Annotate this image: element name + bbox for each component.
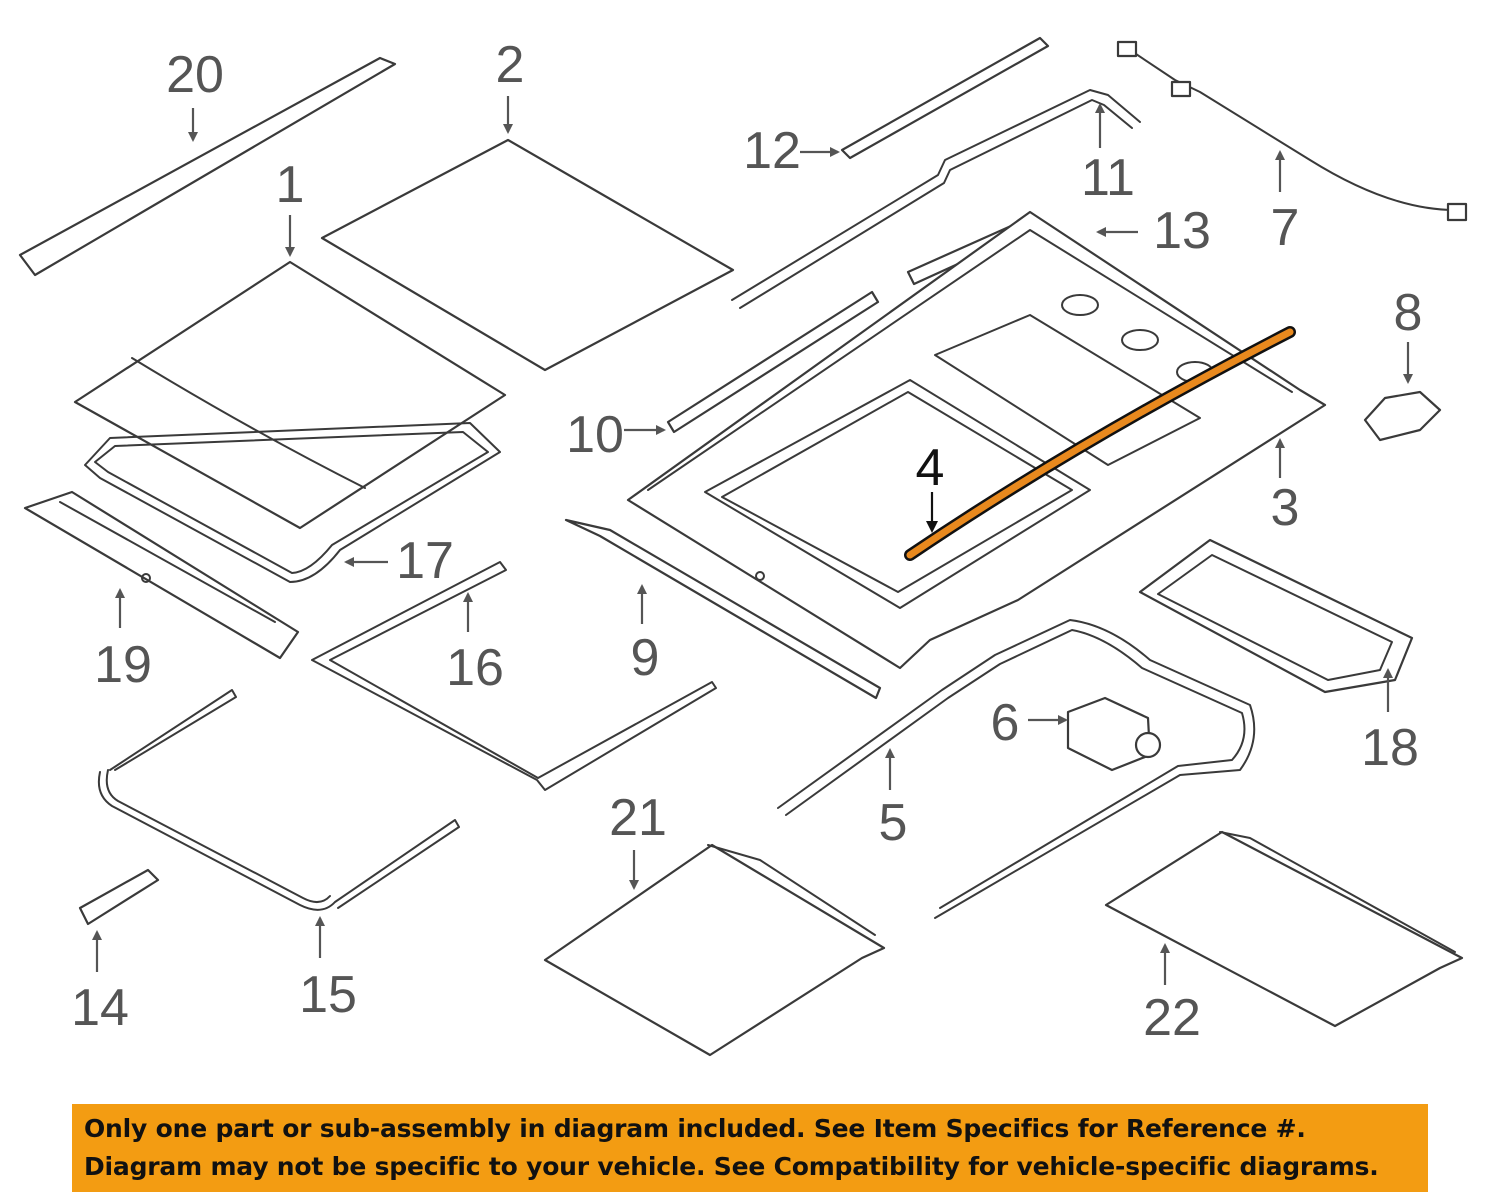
callout-13: 13 <box>1096 202 1211 260</box>
notice-banner: Only one part or sub-assembly in diagram… <box>72 1104 1428 1192</box>
svg-text:8: 8 <box>1394 284 1423 342</box>
callout-21: 21 <box>609 789 667 890</box>
svg-text:20: 20 <box>166 46 224 104</box>
part-1-glass-panel <box>73 260 507 530</box>
svg-text:7: 7 <box>1271 199 1300 257</box>
part-18-sunshade-frame <box>1138 538 1414 694</box>
callout-11: 11 <box>1081 103 1135 207</box>
part-5-cable <box>777 619 1256 919</box>
part-3-roof-frame <box>626 210 1327 670</box>
callout-19: 19 <box>94 588 152 694</box>
callout-6: 6 <box>991 694 1068 752</box>
callout-10: 10 <box>566 406 666 464</box>
part-8-motor-cover <box>1363 390 1442 442</box>
part-10-strip <box>666 290 880 434</box>
svg-text:2: 2 <box>496 36 525 94</box>
svg-text:18: 18 <box>1361 719 1419 777</box>
part-6-motor <box>1066 696 1162 772</box>
callout-2: 2 <box>496 36 525 134</box>
part-16-frame-rail <box>311 561 717 791</box>
svg-text:10: 10 <box>566 406 624 464</box>
svg-text:3: 3 <box>1271 479 1300 537</box>
callout-9: 9 <box>631 584 660 687</box>
svg-text:22: 22 <box>1143 989 1201 1047</box>
callout-3: 3 <box>1271 438 1300 537</box>
part-7-wiring-harness <box>1116 40 1468 222</box>
part-2-glass-panel <box>320 138 735 372</box>
svg-text:12: 12 <box>743 122 801 180</box>
svg-text:5: 5 <box>879 794 908 852</box>
notice-line-1: Only one part or sub-assembly in diagram… <box>84 1114 1306 1143</box>
part-15-drain-frame <box>97 689 460 911</box>
callout-17: 17 <box>344 532 454 590</box>
svg-text:19: 19 <box>94 636 152 694</box>
sunroof-parts-diagram: 20 2 1 12 11 7 13 8 10 4 3 17 <box>18 36 1468 1057</box>
callout-12: 12 <box>743 122 840 180</box>
part-21-sunshade <box>543 843 886 1057</box>
svg-text:4: 4 <box>916 439 945 497</box>
svg-text:16: 16 <box>446 639 504 697</box>
callout-5: 5 <box>879 748 908 852</box>
svg-text:13: 13 <box>1153 202 1211 260</box>
part-20-trim-strip <box>18 56 397 277</box>
callout-8: 8 <box>1394 284 1423 384</box>
part-19-deflector-strip <box>23 490 300 660</box>
svg-text:1: 1 <box>276 156 305 214</box>
part-11-drain-tube <box>731 89 1141 309</box>
svg-text:21: 21 <box>609 789 667 847</box>
callout-14: 14 <box>71 930 129 1037</box>
svg-text:15: 15 <box>299 966 357 1024</box>
part-12-strip <box>840 36 1050 160</box>
svg-text:11: 11 <box>1081 149 1135 207</box>
callout-1: 1 <box>276 156 305 257</box>
callout-15: 15 <box>299 916 357 1024</box>
callout-20: 20 <box>166 46 224 142</box>
svg-text:14: 14 <box>71 979 129 1037</box>
callout-22: 22 <box>1143 943 1201 1047</box>
svg-text:6: 6 <box>991 694 1020 752</box>
part-22-sunshade-panel <box>1104 830 1464 1028</box>
notice-line-2: Diagram may not be specific to your vehi… <box>84 1152 1379 1181</box>
svg-text:9: 9 <box>631 629 660 687</box>
svg-text:17: 17 <box>396 532 454 590</box>
callout-4: 4 <box>916 439 945 533</box>
callout-18: 18 <box>1361 668 1419 777</box>
part-14-clip <box>78 868 160 926</box>
callout-7: 7 <box>1271 150 1300 257</box>
callout-16: 16 <box>446 592 504 697</box>
part-9-front-trim <box>564 518 882 700</box>
part-4-highlighted-strip <box>904 326 1296 561</box>
part-17-glass-seal <box>84 422 501 583</box>
